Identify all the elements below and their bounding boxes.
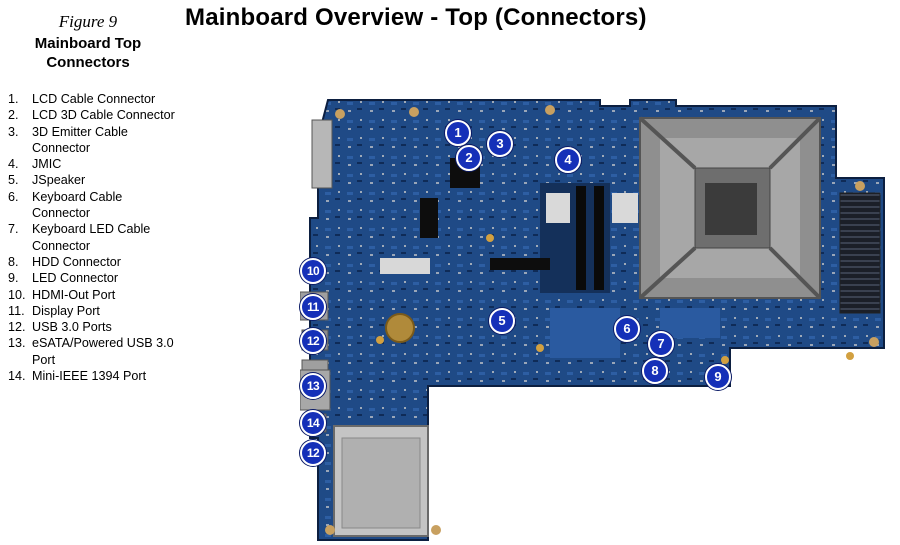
legend-item: 12.USB 3.0 Ports <box>8 319 180 335</box>
legend-item: 14.Mini-IEEE 1394 Port <box>8 368 180 384</box>
callout-1: 1 <box>445 120 471 146</box>
legend-item: 8.HDD Connector <box>8 254 180 270</box>
mainboard-photo: 1 2 3 4 5 6 7 8 9 10 11 12 13 14 12 <box>300 98 896 542</box>
callout-12: 12 <box>300 328 326 354</box>
legend-item: 4.JMIC <box>8 156 180 172</box>
callout-3: 3 <box>487 131 513 157</box>
cpu-heatsink <box>640 118 820 298</box>
callout-11: 11 <box>300 294 326 320</box>
legend-item: 13.eSATA/Powered USB 3.0 Port <box>8 335 180 368</box>
callout-13: 13 <box>300 373 326 399</box>
legend-item: 6.Keyboard Cable Connector <box>8 189 180 222</box>
figure-title: Mainboard Top Connectors <box>0 34 176 72</box>
mainboard-illustration <box>300 98 896 542</box>
card-reader-cage <box>334 426 428 536</box>
legend-item: 1.LCD Cable Connector <box>8 91 180 107</box>
callout-6: 6 <box>614 316 640 342</box>
callout-10: 10 <box>300 258 326 284</box>
callout-4: 4 <box>555 147 581 173</box>
callout-9: 9 <box>705 364 731 390</box>
legend-item: 10.HDMI-Out Port <box>8 287 180 303</box>
legend-item: 11.Display Port <box>8 303 180 319</box>
figure-label: Figure 9 <box>0 12 176 32</box>
callout-7: 7 <box>648 331 674 357</box>
callout-5: 5 <box>489 308 515 334</box>
legend-item: 9.LED Connector <box>8 270 180 286</box>
figure-caption: Figure 9 Mainboard Top Connectors <box>0 12 176 72</box>
legend-item: 2.LCD 3D Cable Connector <box>8 107 180 123</box>
page-title: Mainboard Overview - Top (Connectors) <box>185 4 647 32</box>
legend-item: 7.Keyboard LED Cable Connector <box>8 221 180 254</box>
callout-2: 2 <box>456 145 482 171</box>
connector-legend: 1.LCD Cable Connector 2.LCD 3D Cable Con… <box>8 91 180 384</box>
callout-14: 14 <box>300 410 326 436</box>
legend-item: 3.3D Emitter Cable Connector <box>8 124 180 157</box>
callout-12-lower: 12 <box>300 440 326 466</box>
callout-8: 8 <box>642 358 668 384</box>
legend-item: 5.JSpeaker <box>8 172 180 188</box>
dimm-connector <box>840 193 880 313</box>
